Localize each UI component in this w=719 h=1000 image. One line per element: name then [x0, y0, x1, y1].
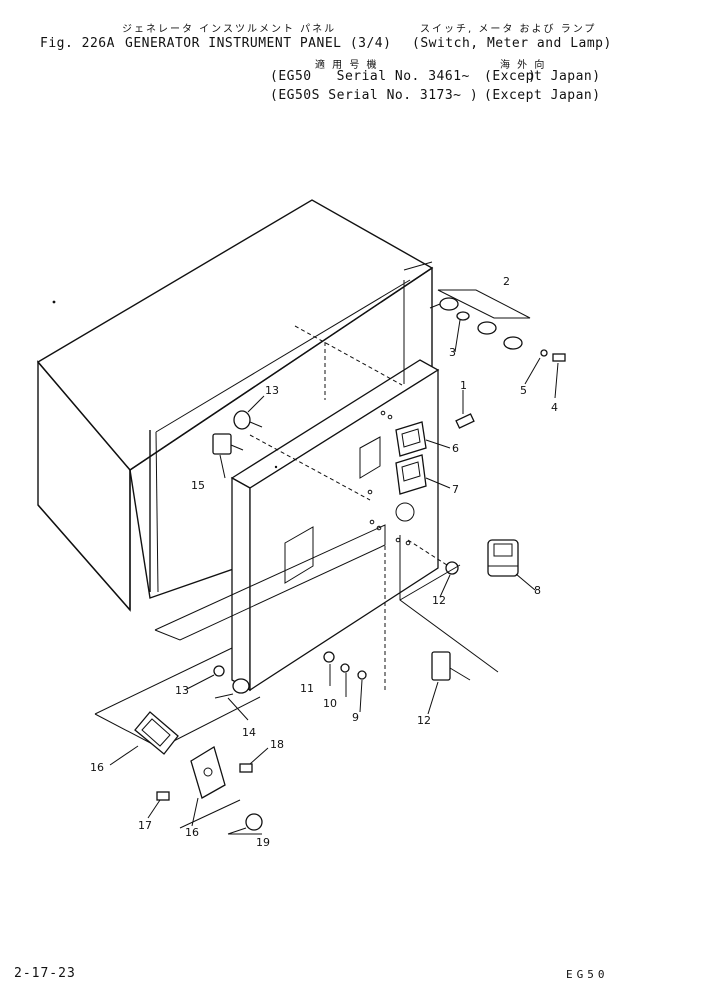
serial-line-2: (EG50S Serial No. 3173~ ) — [270, 88, 479, 103]
callout-14: 14 — [242, 726, 256, 739]
serial-line-2-note: (Except Japan) — [484, 88, 601, 103]
callout-4: 4 — [551, 401, 558, 414]
callout-9: 9 — [352, 711, 359, 724]
callout-12b: 12 — [417, 714, 431, 727]
switch-15 — [212, 433, 244, 455]
knob-19 — [227, 813, 263, 835]
callout-8: 8 — [534, 584, 541, 597]
callout-7: 7 — [452, 483, 459, 496]
callout-10: 10 — [323, 697, 337, 710]
washer-9-icon — [357, 670, 367, 680]
callout-1: 1 — [460, 379, 467, 392]
knob-14 — [214, 678, 250, 699]
toggle-switch-12 — [431, 651, 471, 681]
lamp-socket-assembly — [439, 297, 523, 350]
page-number: 2-17-23 — [14, 966, 76, 981]
callout-3: 3 — [449, 346, 456, 359]
callout-15: 15 — [191, 479, 205, 492]
cover-plate-16a — [134, 711, 179, 755]
kana-title: ジェネレータ インスツルメント パネル — [122, 24, 337, 35]
serial-line-1: (EG50 Serial No. 3461~ ) — [270, 69, 537, 84]
bolt-17-icon — [156, 791, 170, 801]
kana-subtitle: スイッチ, メータ および ランプ — [420, 24, 597, 35]
callout-11: 11 — [300, 682, 314, 695]
serial-line-1-text: EG50 Serial No. 3461~ — [278, 69, 470, 84]
cover-plate-16b — [190, 746, 226, 799]
serial-line-1-note: (Except Japan) — [484, 69, 601, 84]
model-code: EG50 — [566, 968, 609, 981]
figure-title: GENERATOR INSTRUMENT PANEL (3/4) — [125, 36, 392, 51]
hour-meter-8 — [487, 539, 519, 577]
callout-19: 19 — [256, 836, 270, 849]
washer-13-icon — [213, 665, 225, 677]
callout-12a: 12 — [432, 594, 446, 607]
figure-subtitle: (Switch, Meter and Lamp) — [412, 36, 612, 51]
screw-icon — [552, 353, 566, 362]
bolt-icon — [455, 413, 475, 429]
meter-7 — [395, 454, 427, 495]
callout-2: 2 — [503, 275, 510, 288]
washer-icon — [540, 349, 548, 357]
figure-label: Fig. 226A — [40, 36, 115, 51]
washer-10-icon — [340, 663, 350, 673]
nut-11-icon — [323, 651, 335, 663]
meter-6 — [395, 421, 427, 457]
leader-lines — [109, 319, 559, 835]
callout-16b: 16 — [185, 826, 199, 839]
callout-16a: 16 — [90, 761, 104, 774]
callout-5: 5 — [520, 384, 527, 397]
callout-6: 6 — [452, 442, 459, 455]
meter-13 — [233, 410, 263, 430]
callout-17: 17 — [138, 819, 152, 832]
overseas-kana: 海 外 向 — [500, 60, 547, 71]
callout-18: 18 — [270, 738, 284, 751]
applicability-kana: 適 用 号 機 — [315, 60, 379, 71]
callout-13a: 13 — [265, 384, 279, 397]
bolt-18-icon — [239, 763, 253, 773]
instrument-panel-plate — [230, 359, 440, 692]
callout-13b: 13 — [175, 684, 189, 697]
